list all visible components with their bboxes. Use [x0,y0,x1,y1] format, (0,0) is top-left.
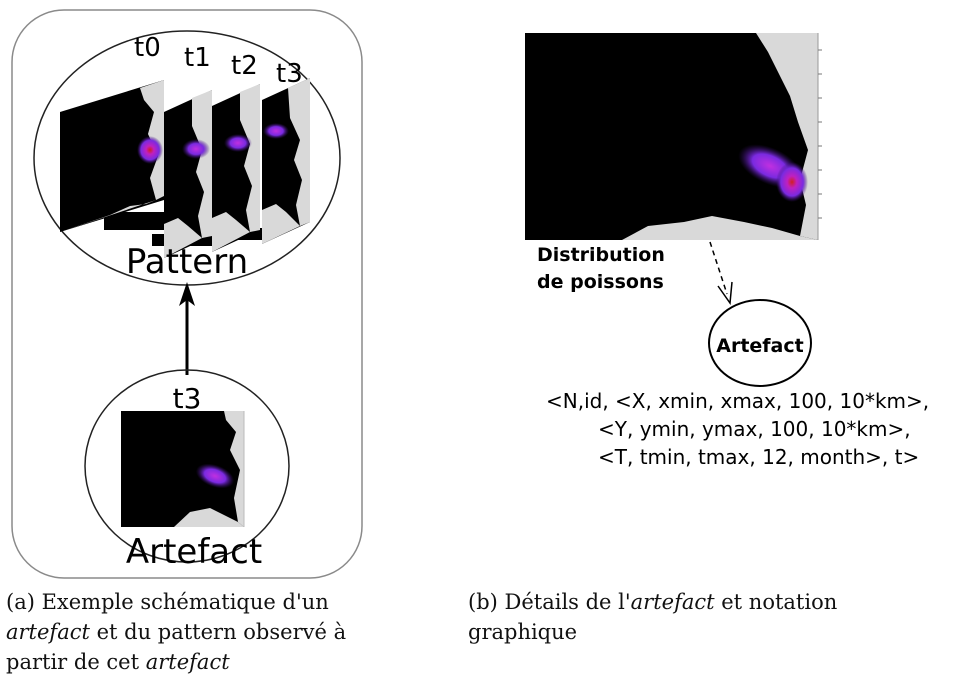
notation-line-1: <N,id, <X, xmin, xmax, 100, 10*km>, [546,389,930,413]
caption-a-prefix: (a) Exemple schématique d'un [6,590,329,614]
map-frame-t1 [104,90,212,258]
notation-line-2: <Y, ymin, ymax, 100, 10*km>, [598,417,911,441]
caption-b-em: artefact [630,590,715,614]
artefact-time-label: t3 [173,382,202,415]
caption-a-em2: artefact [145,650,230,674]
distribution-map [525,33,822,240]
dashed-arrow-to-artefact [709,241,733,306]
artefact-circle [84,369,290,563]
notation-line-3: <T, tmin, tmax, 12, month>, t> [598,445,920,469]
caption-b-suffix: et notation graphique [468,590,838,644]
distribution-label-line1: Distribution [537,244,665,266]
time-label-t1: t1 [184,43,211,73]
artefact-label-a: Artefact [126,532,262,572]
artefact-label-b: Artefact [716,335,803,357]
map-frame-t0 [60,80,164,232]
artefact-map [121,411,245,527]
time-label-t2: t2 [231,51,258,81]
time-label-t3: t3 [276,59,303,89]
caption-a: (a) Exemple schématique d'un artefact et… [6,587,364,677]
caption-b-prefix: (b) Détails de l' [468,590,631,614]
caption-a-em1: artefact [6,620,90,644]
caption-b: (b) Détails de l'artefact et notation gr… [468,587,908,647]
arrow-artefact-to-pattern [179,282,195,375]
artefact-circle-b [708,299,812,387]
time-label-t0: t0 [134,33,161,63]
caption-a-mid: et du pattern observé à partir de cet [6,620,347,674]
distribution-label-line2: de poissons [537,271,664,293]
pattern-label: Pattern [126,242,248,282]
